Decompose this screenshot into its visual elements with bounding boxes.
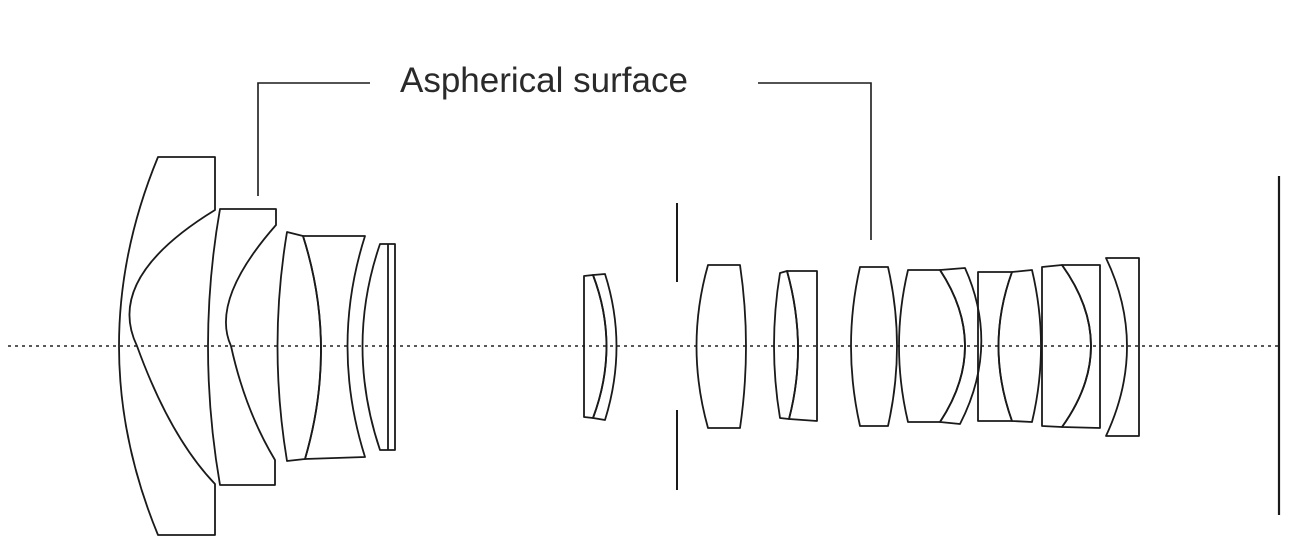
lens-element-18 <box>1105 257 1140 437</box>
lens-element-8 <box>695 264 747 429</box>
lens-element-10 <box>786 270 818 422</box>
lens-element-17 <box>1061 264 1101 429</box>
lens-element-11 <box>850 266 898 427</box>
lens-element-15 <box>997 269 1042 423</box>
lens-element-4 <box>302 235 366 460</box>
lens-element-3 <box>276 231 322 462</box>
lens-element-1 <box>118 156 216 536</box>
leader-line-right <box>758 82 872 240</box>
lens-element-2 <box>207 208 277 486</box>
aspherical-surface-label: Aspherical surface <box>400 61 688 100</box>
lens-element-7 <box>592 273 618 421</box>
leader-line-left <box>257 82 370 196</box>
lens-element-5 <box>361 243 396 451</box>
